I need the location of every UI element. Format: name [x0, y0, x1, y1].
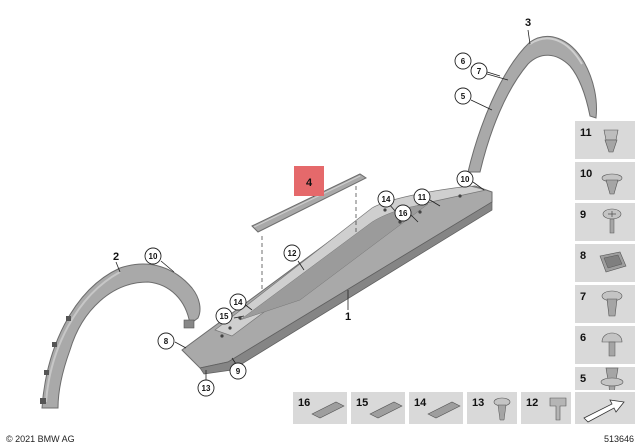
callout-8: 8	[157, 332, 175, 350]
diagram-number: 513646	[604, 434, 634, 444]
callout-10-left: 10	[144, 247, 162, 265]
svg-text:15: 15	[220, 312, 229, 321]
part-label-1: 1	[345, 311, 351, 323]
callout-11: 11	[413, 188, 431, 206]
svg-text:7: 7	[580, 291, 586, 303]
arrow-icon	[583, 399, 625, 423]
svg-text:13: 13	[202, 384, 211, 393]
nut-8-icon	[599, 251, 627, 273]
svg-text:11: 11	[418, 193, 427, 202]
clip-5-icon	[600, 367, 624, 399]
svg-text:7: 7	[477, 67, 482, 76]
copyright-text: © 2021 BMW AG	[6, 434, 75, 444]
svg-text:13: 13	[472, 397, 484, 409]
svg-text:6: 6	[580, 332, 586, 344]
side-fastener-panel: 11 10 9	[573, 119, 637, 407]
svg-text:14: 14	[414, 397, 427, 409]
side-sill	[181, 185, 493, 375]
pad-15-icon	[369, 401, 403, 419]
side-panel-cell-8: 8	[573, 242, 637, 284]
callout-5-top: 5	[454, 87, 472, 105]
svg-text:8: 8	[164, 337, 169, 346]
svg-text:5: 5	[580, 373, 586, 385]
svg-text:12: 12	[288, 249, 297, 258]
pad-16-icon	[311, 401, 345, 419]
svg-text:14: 14	[382, 195, 391, 204]
svg-text:8: 8	[580, 250, 586, 262]
callout-circles: 6 7 5 10 11 14 16 12 10 14 15 8 9 13	[144, 52, 488, 397]
callout-12: 12	[283, 244, 301, 262]
side-panel-cell-7: 7	[573, 283, 637, 325]
side-panel-cell-10: 10	[573, 160, 637, 202]
bottom-panel-cell-13: 13	[465, 390, 519, 426]
svg-text:10: 10	[461, 175, 470, 184]
bottom-fastener-panel: 16 15 14 13 12	[291, 390, 637, 426]
part-label-4-box	[294, 166, 324, 196]
svg-text:10: 10	[149, 252, 158, 261]
bottom-panel-cell-16: 16	[291, 390, 349, 426]
bottom-panel-arrow-cell	[573, 390, 637, 426]
svg-text:9: 9	[236, 367, 241, 376]
part-label-3: 3	[525, 17, 531, 29]
svg-text:12: 12	[526, 397, 538, 409]
part-label-2: 2	[113, 251, 119, 263]
side-panel-cell-9: 9	[573, 201, 637, 243]
clip-11-icon	[603, 129, 619, 153]
side-panel-cell-6: 6	[573, 324, 637, 366]
svg-text:9: 9	[580, 209, 586, 221]
part-label-4: 4	[306, 177, 313, 189]
bottom-panel-cell-15: 15	[349, 390, 407, 426]
front-wheel-arch-trim	[40, 261, 201, 409]
svg-text:10: 10	[580, 168, 592, 180]
svg-text:6: 6	[461, 57, 466, 66]
svg-text:5: 5	[461, 92, 466, 101]
svg-text:16: 16	[399, 209, 408, 218]
pad-14-icon	[427, 401, 461, 419]
callout-10-right: 10	[456, 170, 474, 188]
clip-6-icon	[601, 332, 623, 357]
clip-12-icon	[549, 397, 567, 421]
svg-text:11: 11	[580, 127, 592, 139]
callout-14-top: 14	[377, 190, 395, 208]
callout-14-bottom: 14	[229, 293, 247, 311]
clip-7-icon	[601, 290, 623, 317]
callout-6: 6	[454, 52, 472, 70]
callout-7: 7	[470, 62, 488, 80]
svg-text:14: 14	[234, 298, 243, 307]
bottom-panel-cell-14: 14	[407, 390, 465, 426]
screw-9-icon	[602, 208, 622, 234]
bottom-panel-cell-12: 12	[519, 390, 573, 426]
callout-9: 9	[229, 362, 247, 380]
svg-text:15: 15	[356, 397, 368, 409]
callout-16: 16	[394, 204, 412, 222]
clip-10-icon	[601, 173, 623, 195]
svg-text:16: 16	[298, 397, 310, 409]
rear-wheel-arch-trim	[467, 29, 597, 173]
callout-13: 13	[197, 379, 215, 397]
side-panel-cell-11: 11	[573, 119, 637, 161]
callout-15: 15	[215, 307, 233, 325]
clip-13-icon	[493, 397, 511, 421]
